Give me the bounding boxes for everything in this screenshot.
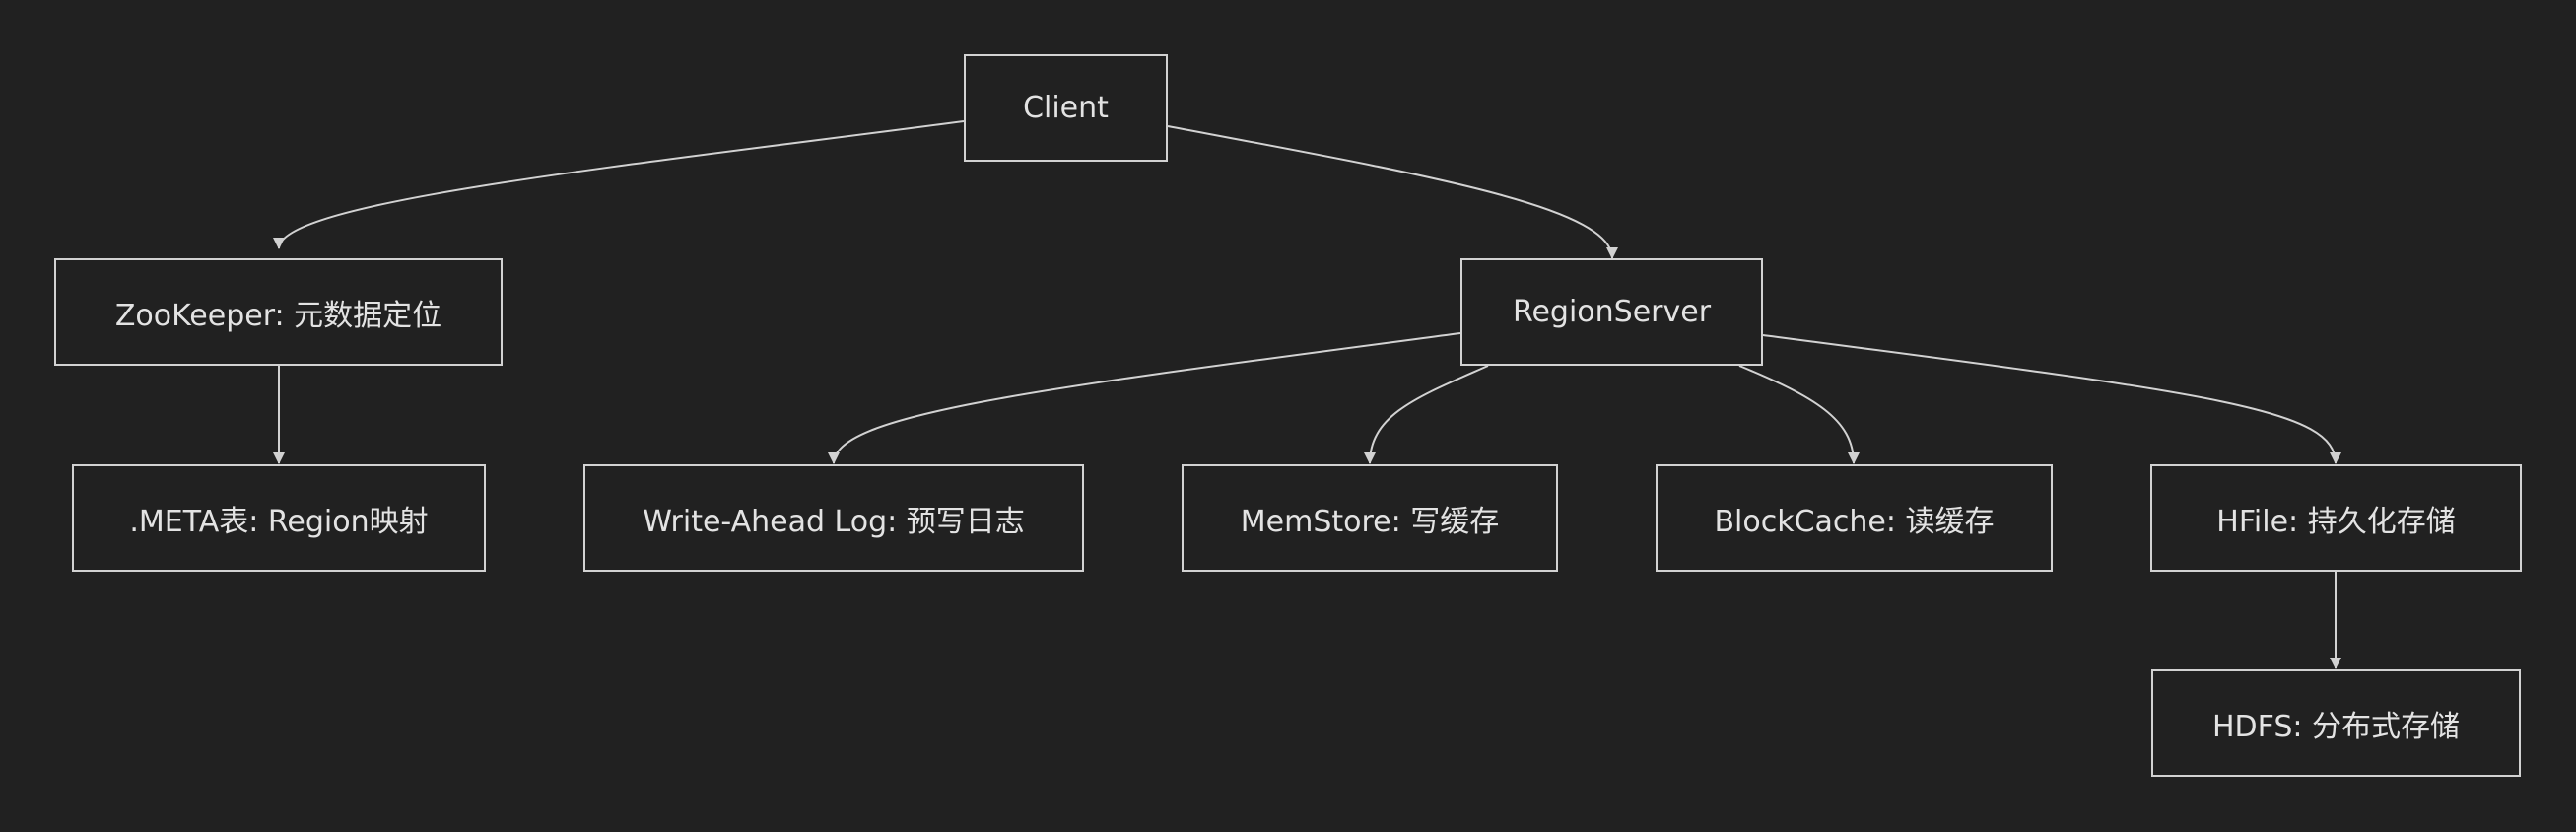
node-client: Client (964, 54, 1168, 162)
edge-client-regionserver (1167, 125, 1618, 259)
node-memstore: MemStore: 写缓存 (1182, 464, 1558, 572)
edge-regionserver-memstore (1364, 365, 1489, 464)
node-meta: .META表: Region映射 (72, 464, 486, 572)
node-memstore-label: MemStore: 写缓存 (1240, 504, 1500, 539)
node-wal: Write-Ahead Log: 预写日志 (583, 464, 1084, 572)
node-hdfs-label: HDFS: 分布式存储 (2211, 709, 2461, 744)
node-regionserver: RegionServer (1460, 258, 1763, 366)
node-meta-label: .META表: Region映射 (129, 504, 429, 539)
node-hdfs: HDFS: 分布式存储 (2151, 669, 2521, 777)
edge-client-zookeeper (273, 120, 965, 249)
node-blockcache: BlockCache: 读缓存 (1656, 464, 2053, 572)
node-wal-label: Write-Ahead Log: 预写日志 (643, 504, 1025, 539)
node-client-label: Client (1023, 91, 1109, 125)
node-regionserver-label: RegionServer (1512, 295, 1712, 329)
edge-regionserver-wal (828, 332, 1461, 464)
node-hfile: HFile: 持久化存储 (2150, 464, 2522, 572)
edge-regionserver-blockcache (1738, 365, 1860, 464)
node-hfile-label: HFile: 持久化存储 (2216, 504, 2456, 539)
node-zookeeper-label: ZooKeeper: 元数据定位 (114, 298, 442, 333)
node-zookeeper: ZooKeeper: 元数据定位 (54, 258, 503, 366)
edge-regionserver-hfile (1762, 334, 2341, 464)
node-blockcache-label: BlockCache: 读缓存 (1714, 504, 1995, 539)
